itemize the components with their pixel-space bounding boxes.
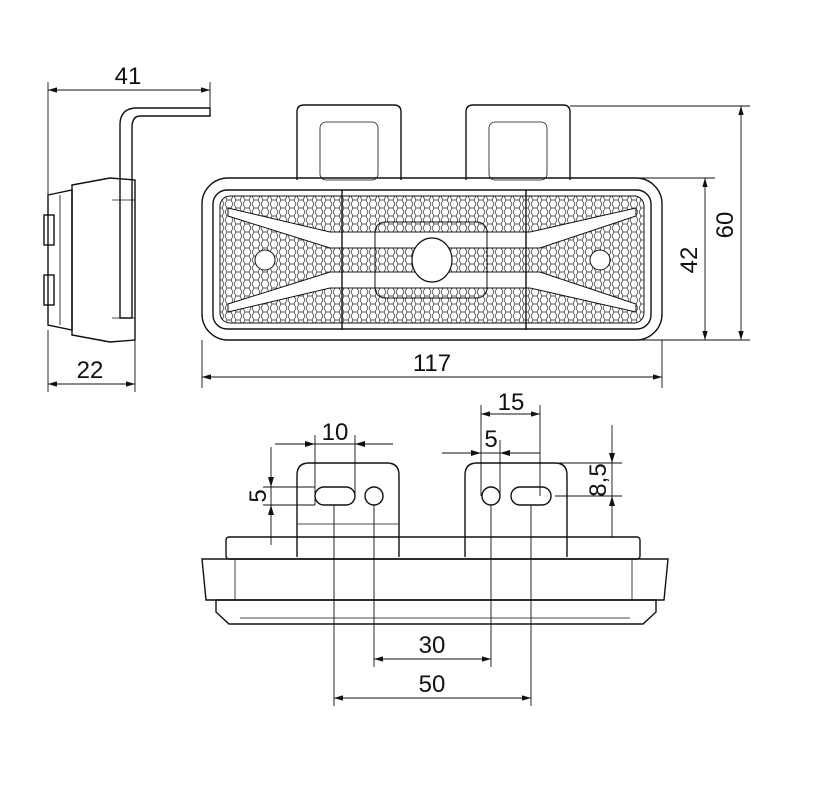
dim-5-hole: 5 bbox=[484, 426, 497, 453]
dim-22: 22 bbox=[77, 357, 104, 384]
dim-5-slot: 5 bbox=[245, 489, 272, 502]
dim-15: 15 bbox=[498, 389, 525, 416]
bottom-view: 10 5 15 5 8,5 30 50 bbox=[201, 389, 669, 706]
side-view: 41 22 bbox=[43, 63, 211, 392]
dim-8-5: 8,5 bbox=[585, 463, 612, 496]
dim-10: 10 bbox=[322, 419, 349, 446]
dim-41: 41 bbox=[115, 63, 142, 90]
dim-30: 30 bbox=[419, 632, 446, 659]
dim-60: 60 bbox=[712, 212, 739, 239]
dim-42: 42 bbox=[676, 247, 703, 274]
dim-50: 50 bbox=[419, 671, 446, 698]
dim-117: 117 bbox=[413, 350, 451, 377]
front-view: 117 42 60 bbox=[201, 104, 750, 388]
